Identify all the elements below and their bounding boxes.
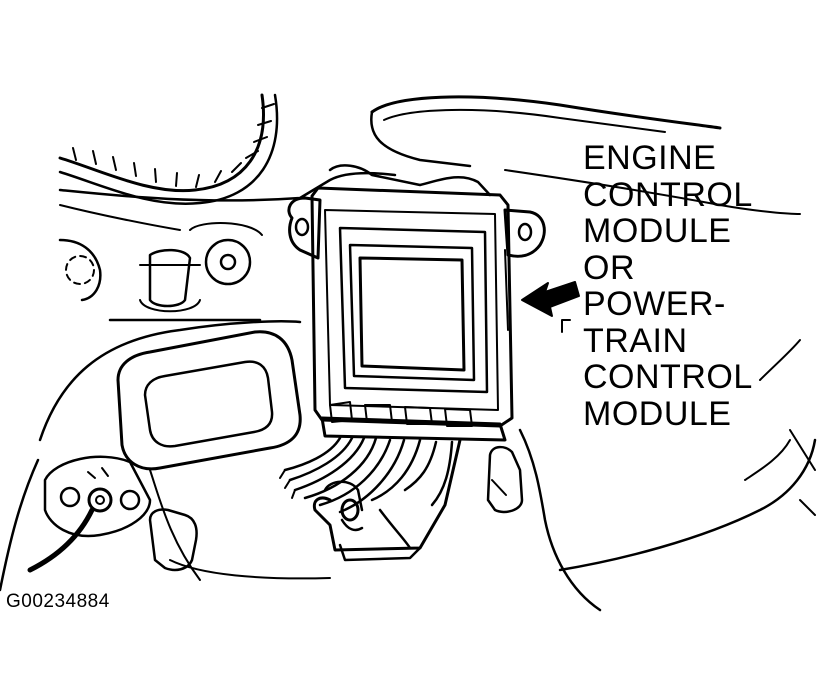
label-line: MODULE xyxy=(583,212,732,250)
engine-control-module xyxy=(310,164,514,428)
ecm-connectors xyxy=(320,401,507,442)
mount-bracket-right xyxy=(503,208,546,258)
label-line: CONTROL xyxy=(583,358,753,396)
label-line: POWER- xyxy=(583,285,726,323)
label-line: ENGINE xyxy=(583,139,717,177)
switch-assembly xyxy=(27,455,152,573)
dash-vent-panel xyxy=(116,330,302,471)
component-label: ENGINE CONTROL MODULE OR POWER- TRAIN CO… xyxy=(583,140,753,432)
figure-id: G00234884 xyxy=(6,591,110,612)
pointer-arrow xyxy=(521,281,580,317)
label-line: MODULE xyxy=(583,394,732,433)
mount-bracket-left xyxy=(287,196,322,260)
label-line: OR xyxy=(583,248,635,287)
lower-bracket xyxy=(312,438,462,562)
label-line: CONTROL xyxy=(583,175,753,214)
dashboard-top-edge xyxy=(370,95,722,130)
wire-bundle xyxy=(279,436,454,514)
wire-harness-arc xyxy=(58,93,265,193)
label-line: TRAIN xyxy=(583,321,688,360)
